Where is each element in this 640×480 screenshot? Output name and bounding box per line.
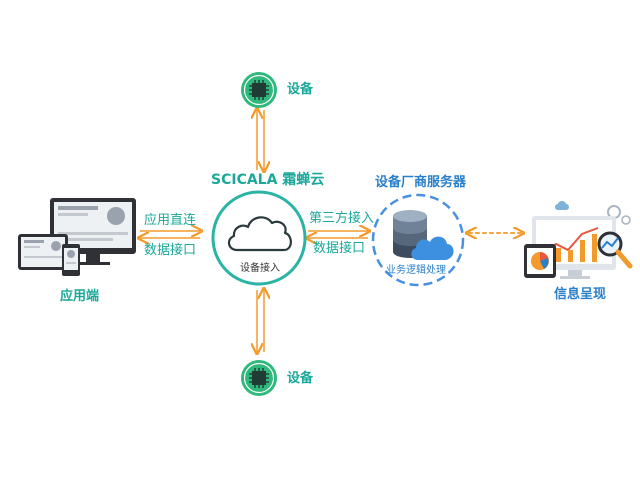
cloud-icon — [211, 190, 307, 286]
cloud-platform-node — [211, 190, 307, 286]
chip-icon — [241, 360, 277, 396]
device-top-node — [241, 72, 277, 108]
app-link-line2: 数据接口 — [144, 243, 197, 258]
analytics-icon — [524, 201, 633, 279]
info-display-node — [522, 198, 634, 282]
cloud-platform-inner-label: 设备接入 — [240, 263, 280, 274]
vendor-server-title: 设备厂商服务器 — [375, 175, 467, 190]
vendor-link-line1: 第三方接入 — [309, 211, 375, 226]
app-client-label: 应用端 — [60, 289, 100, 304]
device-bottom-node — [241, 360, 277, 396]
devices-icon — [18, 198, 136, 276]
vendor-server-node — [370, 192, 466, 288]
info-display-label: 信息呈现 — [554, 287, 607, 302]
database-cloud-icon — [371, 193, 465, 287]
device-bottom-label: 设备 — [287, 371, 314, 386]
chip-icon — [241, 72, 277, 108]
device-top-label: 设备 — [287, 82, 314, 97]
cloud-platform-title: SCICALA 霜蝉云 — [211, 172, 325, 188]
vendor-server-inner-label: 业务逻辑处理 — [386, 265, 446, 276]
app-link-line1: 应用直连 — [144, 213, 197, 228]
vendor-link-line2: 数据接口 — [313, 241, 366, 256]
app-client-node — [16, 196, 140, 278]
